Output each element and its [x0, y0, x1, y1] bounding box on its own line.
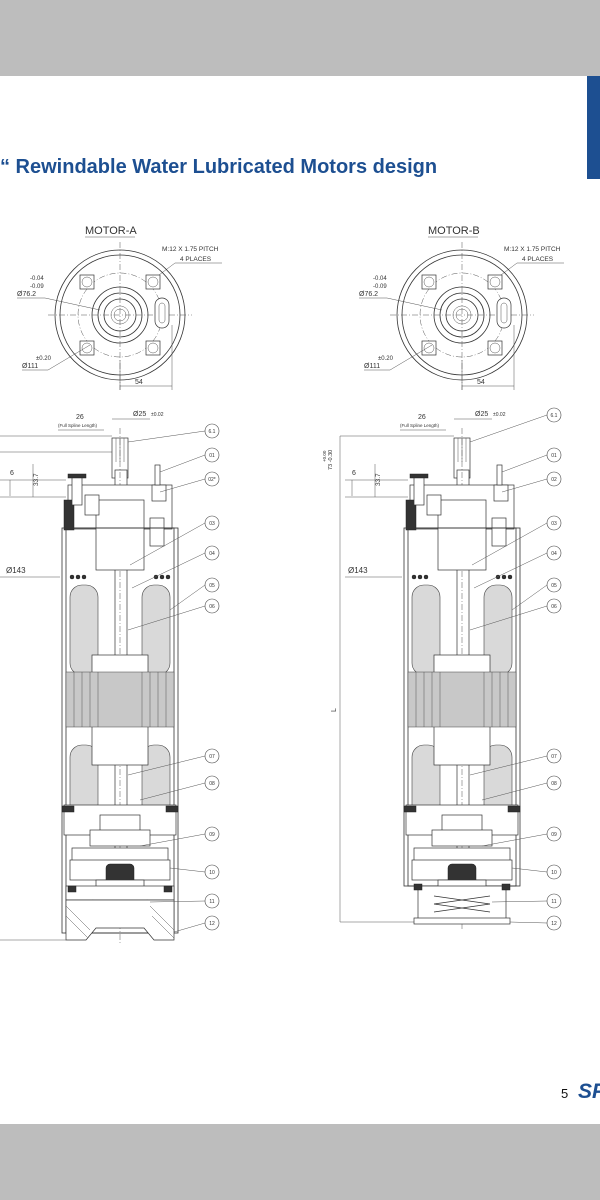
- motor-b-callout: 11: [551, 899, 556, 905]
- motor-b-pcd-tol: ±0.20: [378, 356, 394, 362]
- motor-b-callout: 09: [551, 832, 557, 838]
- top-band: [0, 0, 600, 76]
- motor-a-dim-6: 6: [10, 470, 14, 477]
- motor-a-bore-dia: Ø76.2: [17, 291, 36, 298]
- motor-a-body-dia: Ø143: [6, 566, 26, 575]
- motor-a-callout: 11: [209, 899, 214, 905]
- motor-b-callout: 01: [551, 453, 557, 459]
- motor-b-callout: 06: [551, 604, 557, 610]
- motor-b-bore-dia: Ø76.2: [359, 291, 378, 298]
- motor-b-pcd-dia: Ø111: [364, 363, 380, 370]
- motor-b-callout: 07: [551, 754, 557, 760]
- motor-a-pcd-dia: Ø111: [22, 363, 38, 370]
- motor-a-callout: 03: [209, 521, 215, 527]
- motor-b-label: MOTOR-B: [428, 225, 480, 237]
- bottom-band: [0, 1124, 600, 1200]
- motor-b-flange-dim: 54: [477, 379, 485, 386]
- motor-b-drawing: MOTOR-B M:12 X 1.75 PITCH 4 PLACES: [322, 225, 564, 931]
- motor-a-label: MOTOR-A: [85, 225, 137, 237]
- motor-b-flange-view: MOTOR-B M:12 X 1.75 PITCH 4 PLACES: [359, 225, 564, 390]
- motor-a-callout: 08: [209, 781, 215, 787]
- motor-b-section-view: 26 (Full Spline Length) Ø25 ±0.02 73 -0.…: [322, 407, 562, 931]
- motor-b-tol-lower: -0.09: [373, 284, 387, 290]
- motor-a-callout: 12: [209, 921, 215, 927]
- motor-a-tol-lower: -0.09: [30, 284, 44, 290]
- section-tab: [587, 76, 600, 179]
- motor-b-callout: 12: [551, 921, 557, 927]
- motor-a-bolt-note-1: M:12 X 1.75 PITCH: [162, 246, 219, 253]
- motor-a-callout: 06: [209, 604, 215, 610]
- motor-a-drawing: MOTOR-A M:12 X 1.75 PITCH 4 PLACES: [0, 225, 222, 945]
- motor-b-spline-note: (Full Spline Length): [400, 423, 440, 428]
- motor-a-pcd-tol: ±0.20: [36, 356, 52, 362]
- motor-b-dim-33-7: 33.7: [375, 473, 382, 486]
- motor-b-tol-upper: -0.04: [373, 276, 387, 282]
- motor-b-length-label: L: [331, 708, 338, 712]
- motor-b-dim-6: 6: [352, 470, 356, 477]
- motor-b-bolt-note-2: 4 PLACES: [522, 256, 554, 263]
- motor-b-spline-len: 26: [418, 414, 426, 421]
- motor-a-callout: 10: [209, 870, 215, 876]
- motor-a-bolt-note-2: 4 PLACES: [180, 256, 212, 263]
- motor-a-shaft-tol: ±0.02: [151, 412, 164, 418]
- motor-b-shaft-tol: ±0.02: [493, 412, 506, 418]
- motor-a-callout: 02*: [208, 477, 216, 483]
- motor-b-bolt-note-1: M:12 X 1.75 PITCH: [504, 246, 561, 253]
- motor-b-dim-73-up: +0.00: [322, 450, 327, 462]
- motor-b-body-dia: Ø143: [348, 566, 368, 575]
- motor-a-callouts: 6.1 01 02* 03 04 05 06 07 08 09 10 11 12: [204, 423, 220, 931]
- motor-a-spline-note: (Full Spline Length): [58, 423, 98, 428]
- motor-a-tol-upper: -0.04: [30, 276, 44, 282]
- motor-b-callout: 02: [551, 477, 557, 483]
- motor-b-callout: 6.1: [551, 413, 558, 419]
- motor-b-callout: 03: [551, 521, 557, 527]
- motor-b-callout: 04: [551, 551, 557, 557]
- motor-b-dim-73: 73 -0.30: [328, 450, 334, 470]
- brand-logo: SP: [578, 1080, 600, 1103]
- motor-a-flange-dim: 54: [135, 379, 143, 386]
- motor-a-flange-view: MOTOR-A M:12 X 1.75 PITCH 4 PLACES: [17, 225, 222, 390]
- motor-a-callout: 6.1: [209, 429, 216, 435]
- motor-a-callout: 01: [209, 453, 215, 459]
- motor-a-callout: 09: [209, 832, 215, 838]
- motor-a-callout: 04: [209, 551, 215, 557]
- motor-a-spline-len: 26: [76, 414, 84, 421]
- motor-a-shaft-dia: Ø25: [133, 411, 146, 418]
- motor-drawings: MOTOR-A M:12 X 1.75 PITCH 4 PLACES: [0, 225, 564, 945]
- page-title: “ Rewindable Water Lubricated Motors des…: [0, 156, 438, 178]
- motor-b-callout: 08: [551, 781, 557, 787]
- motor-b-callout: 05: [551, 583, 557, 589]
- motor-a-callout: 07: [209, 754, 215, 760]
- motor-a-callout: 05: [209, 583, 215, 589]
- motor-b-callouts: 6.1 01 02 03 04 05 06 07 08 09 10 11 12: [546, 407, 562, 931]
- motor-a-dim-33-7: 33.7: [33, 473, 40, 486]
- motor-b-shaft-dia: Ø25: [475, 411, 488, 418]
- page-number: 5: [561, 1086, 569, 1101]
- motor-a-section-view: 26 (Full Spline Length) Ø25 ±0.02 6 33.7…: [0, 411, 220, 945]
- motor-b-callout: 10: [551, 870, 557, 876]
